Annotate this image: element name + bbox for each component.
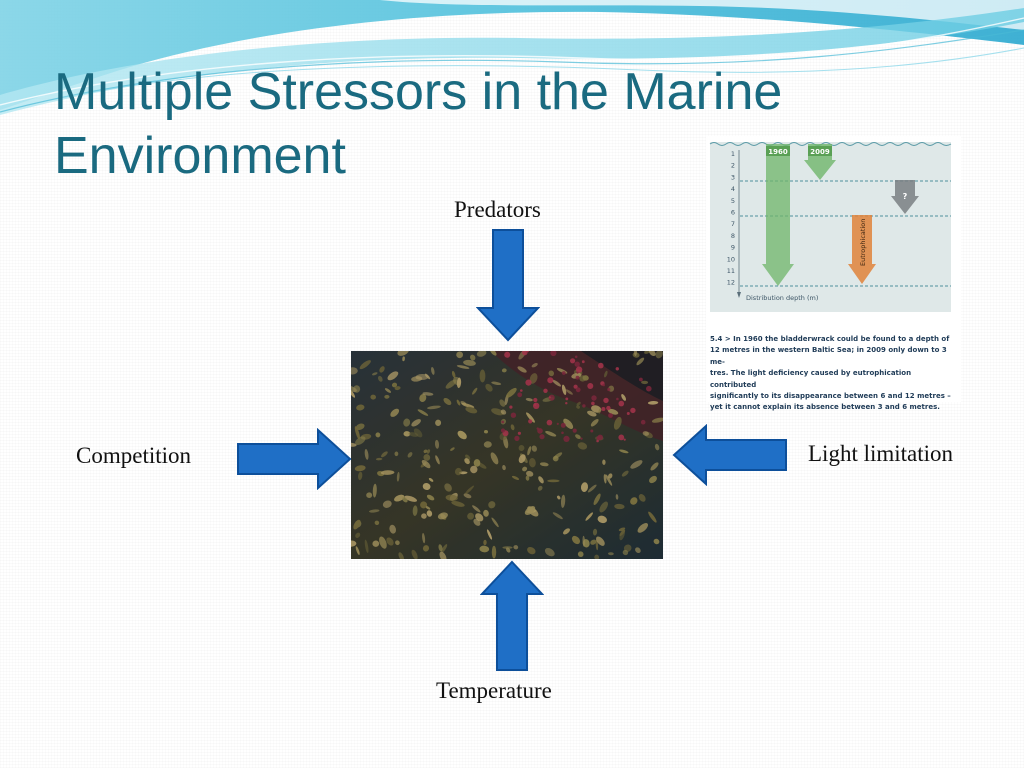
depth-axis-arrow-icon <box>737 292 741 298</box>
depth-tick-label: 9 <box>731 244 735 252</box>
caption-line: 5.4 > In 1960 the bladderwrack could be … <box>710 335 950 343</box>
year-1960-label: 1960 <box>768 148 788 156</box>
depth-tick-label: 7 <box>731 220 735 228</box>
arrow-up-icon <box>480 560 544 671</box>
depth-tick-label: 8 <box>731 232 735 240</box>
depth-tick-label: 1 <box>731 150 735 158</box>
caption-line: 12 metres in the western Baltic Sea; in … <box>710 346 947 366</box>
stressor-label-competition: Competition <box>76 443 191 468</box>
caption-line: significantly to its disappearance betwe… <box>710 392 951 401</box>
water-column <box>710 142 951 312</box>
arrow-right-icon <box>237 428 352 490</box>
unknown-cause-arrow-icon <box>891 180 919 214</box>
year-1960-box <box>766 146 790 156</box>
arrow-down-icon <box>476 229 540 342</box>
depth-tick-label: 2 <box>731 162 735 170</box>
depth-tick-label: 12 <box>727 279 735 287</box>
stressor-label-predators: Predators <box>454 197 541 222</box>
depth-tick-label: 11 <box>727 267 735 275</box>
year-2009-box <box>808 146 832 156</box>
bladderwrack-seaweed-photo <box>351 351 663 559</box>
caption-line: yet it cannot explain its absence betwee… <box>710 403 940 412</box>
arrow-left-icon <box>672 424 787 486</box>
stressor-label-light-limitation: Light limitation <box>808 441 954 466</box>
decorative-waves <box>0 0 1024 115</box>
eutrophication-label: Eutrophication <box>859 219 867 266</box>
depth-tick-label: 6 <box>731 209 735 217</box>
depth-tick-label: 10 <box>727 255 735 263</box>
stressor-label-temperature: Temperature <box>436 678 552 703</box>
depth-tick-label: 5 <box>731 197 735 205</box>
year-2009-label: 2009 <box>810 148 830 156</box>
depth-tick-label: 4 <box>731 185 735 193</box>
arrow-1960-icon <box>762 144 794 286</box>
seaweed-fronds <box>351 351 663 559</box>
caption-line: tres. The light deficiency caused by eut… <box>710 369 912 389</box>
distribution-depth-axis-label: Distribution depth (m) <box>746 294 818 302</box>
unknown-cause-label: ? <box>903 192 908 201</box>
depth-tick-label: 3 <box>731 173 735 181</box>
eutrophication-arrow-icon <box>848 215 876 284</box>
slide-title: Multiple Stressors in the Marine Environ… <box>54 63 783 185</box>
figure-caption: 5.4 > In 1960 the bladderwrack could be … <box>710 334 954 414</box>
